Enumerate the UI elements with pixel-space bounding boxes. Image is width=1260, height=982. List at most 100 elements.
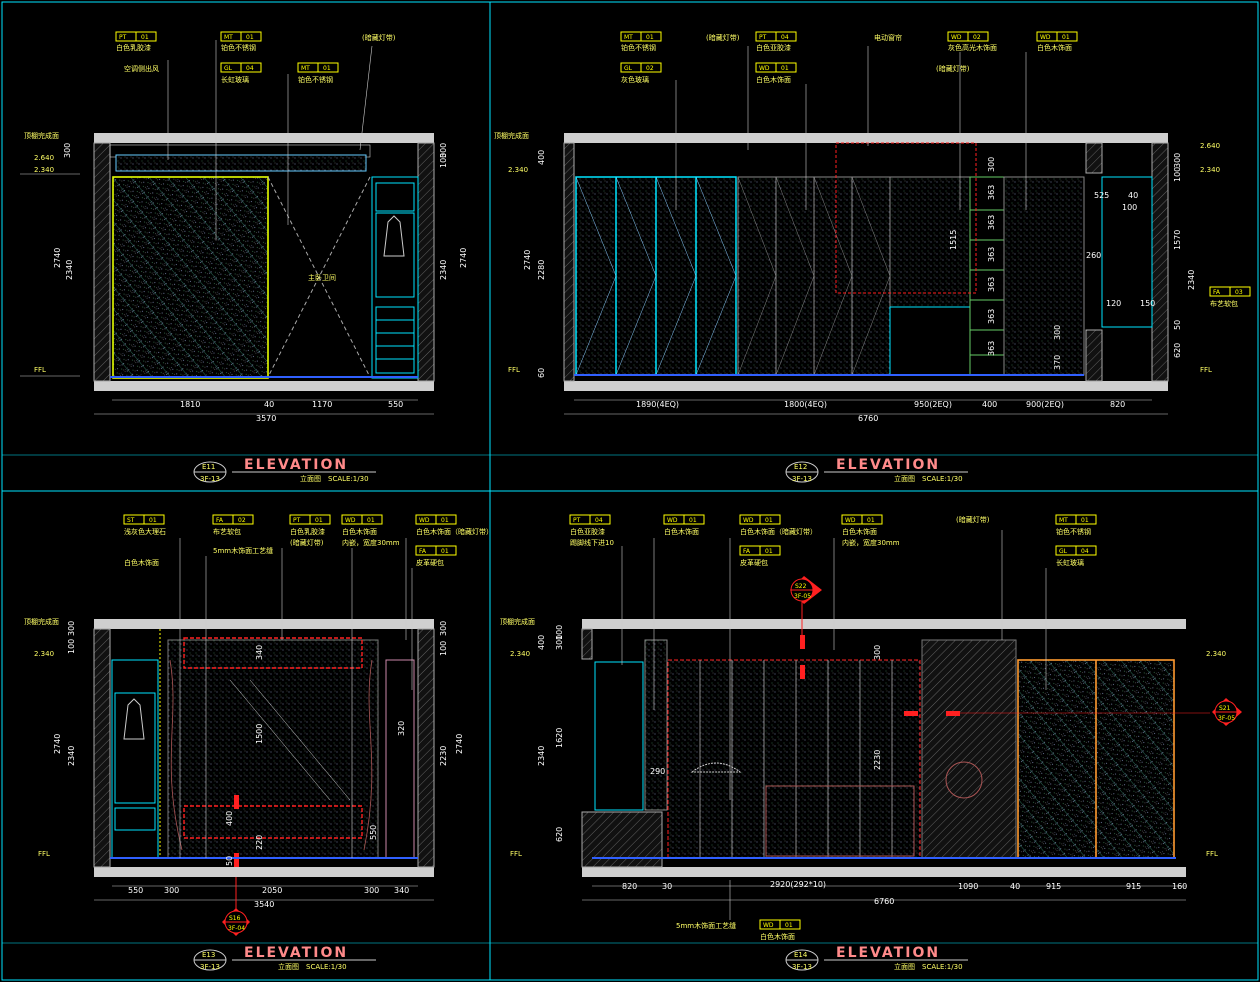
svg-text:2740: 2740 <box>459 248 468 268</box>
svg-text:WD: WD <box>759 65 770 72</box>
svg-text:WD: WD <box>1040 34 1051 41</box>
svg-text:915: 915 <box>1126 882 1141 891</box>
svg-text:04: 04 <box>595 517 603 524</box>
e12-title-block: E12 3F-13 ELEVATION 立面图 SCALE:1/30 <box>785 457 968 483</box>
svg-text:MT: MT <box>301 65 310 72</box>
svg-text:踢脚线下进10: 踢脚线下进10 <box>570 538 614 547</box>
svg-text:2340: 2340 <box>67 746 76 766</box>
svg-text:2.340: 2.340 <box>508 166 528 174</box>
svg-text:立面图: 立面图 <box>278 962 299 971</box>
e11-dimensions: 顶棚完成面 2.640 2.340 FFL 300 2740 2340 300 … <box>20 131 468 423</box>
e12-heading: ELEVATION <box>836 457 940 473</box>
svg-text:电动窗帘: 电动窗帘 <box>874 33 902 42</box>
svg-text:2340: 2340 <box>439 260 448 280</box>
svg-text:01: 01 <box>1062 34 1070 41</box>
svg-text:(暗藏灯带): (暗藏灯带) <box>362 33 396 42</box>
svg-text:2740: 2740 <box>53 734 62 754</box>
svg-text:WD: WD <box>667 517 678 524</box>
svg-text:白色木饰面: 白色木饰面 <box>124 558 159 567</box>
svg-text:2340: 2340 <box>537 746 546 766</box>
e11-title-block: E11 3F-13 ELEVATION 立面图 SCALE:1/30 <box>193 457 376 483</box>
svg-text:01: 01 <box>246 34 254 41</box>
svg-text:1500: 1500 <box>255 724 264 744</box>
svg-text:300: 300 <box>1173 153 1182 168</box>
svg-text:铂色不锈钢: 铂色不锈钢 <box>621 43 656 52</box>
panel-e13 <box>93 619 435 877</box>
svg-text:300: 300 <box>987 157 996 172</box>
svg-text:01: 01 <box>765 548 773 555</box>
svg-text:3570: 3570 <box>256 414 276 423</box>
panel-e11: 主卧卫间 <box>93 133 435 391</box>
svg-text:1170: 1170 <box>312 400 332 409</box>
svg-text:白色亚胶漆: 白色亚胶漆 <box>570 527 605 536</box>
svg-text:灰色玻璃: 灰色玻璃 <box>621 75 649 84</box>
svg-text:3F-13: 3F-13 <box>200 475 220 483</box>
svg-text:3F-04: 3F-04 <box>228 925 245 932</box>
svg-text:铂色不锈钢: 铂色不锈钢 <box>298 75 333 84</box>
svg-text:白色木饰面: 白色木饰面 <box>760 932 795 941</box>
svg-text:MT: MT <box>624 34 633 41</box>
e14-section-callouts: S22 3F-05 S21 3F-05 <box>790 576 1242 726</box>
svg-text:300: 300 <box>439 621 448 636</box>
svg-text:2.340: 2.340 <box>1206 650 1226 658</box>
svg-text:白色乳胶漆: 白色乳胶漆 <box>116 43 151 52</box>
svg-text:顶棚完成面: 顶棚完成面 <box>500 617 535 626</box>
panel-e12 <box>563 133 1169 391</box>
svg-text:1515: 1515 <box>949 230 958 250</box>
svg-text:525: 525 <box>1094 191 1109 200</box>
svg-text:300: 300 <box>1053 325 1062 340</box>
svg-text:2.640: 2.640 <box>1200 142 1220 150</box>
svg-text:400: 400 <box>537 150 546 165</box>
svg-text:E13: E13 <box>202 951 215 959</box>
svg-text:550: 550 <box>128 886 143 895</box>
svg-text:2.340: 2.340 <box>34 650 54 658</box>
svg-text:2.340: 2.340 <box>510 650 530 658</box>
svg-text:WD: WD <box>951 34 962 41</box>
svg-text:900(2EQ): 900(2EQ) <box>1026 400 1064 409</box>
svg-text:363: 363 <box>987 185 996 200</box>
svg-text:内嵌，宽度30mm: 内嵌，宽度30mm <box>842 538 900 547</box>
svg-text:550: 550 <box>388 400 403 409</box>
svg-text:MT: MT <box>224 34 233 41</box>
svg-text:40: 40 <box>1010 882 1020 891</box>
svg-text:E14: E14 <box>794 951 808 959</box>
svg-text:363: 363 <box>987 215 996 230</box>
svg-text:白色木饰面: 白色木饰面 <box>342 527 377 536</box>
svg-text:300: 300 <box>555 635 564 650</box>
svg-text:820: 820 <box>1110 400 1125 409</box>
svg-text:SCALE:1/30: SCALE:1/30 <box>328 475 369 483</box>
svg-text:100: 100 <box>67 639 76 654</box>
svg-text:150: 150 <box>1140 299 1155 308</box>
svg-text:2740: 2740 <box>523 250 532 270</box>
svg-text:300: 300 <box>873 645 882 660</box>
svg-text:6760: 6760 <box>858 414 878 423</box>
svg-text:620: 620 <box>1173 343 1182 358</box>
svg-text:铂色不锈钢: 铂色不锈钢 <box>221 43 256 52</box>
svg-text:FFL: FFL <box>1200 366 1212 374</box>
svg-text:01: 01 <box>765 517 773 524</box>
svg-text:WD: WD <box>763 922 774 929</box>
svg-text:FFL: FFL <box>38 850 50 858</box>
svg-text:浅灰色大理石: 浅灰色大理石 <box>124 527 166 536</box>
e13-heading: ELEVATION <box>244 945 348 961</box>
svg-text:S21: S21 <box>1219 705 1231 712</box>
svg-text:02: 02 <box>973 34 981 41</box>
svg-text:GL: GL <box>1059 548 1068 555</box>
svg-text:50: 50 <box>225 856 234 866</box>
svg-text:1890(4EQ): 1890(4EQ) <box>636 400 679 409</box>
e13-section-callout: S16 3F-04 <box>222 877 250 936</box>
svg-text:363: 363 <box>987 247 996 262</box>
svg-text:MT: MT <box>1059 517 1068 524</box>
svg-text:GL: GL <box>224 65 233 72</box>
svg-text:01: 01 <box>149 517 157 524</box>
svg-text:FA: FA <box>419 548 427 555</box>
e13-dimensions: 顶棚完成面 2.340 FFL 300 100 2740 2340 300 10… <box>24 617 464 909</box>
svg-text:300: 300 <box>439 143 448 158</box>
svg-text:290: 290 <box>650 767 665 776</box>
svg-text:E11: E11 <box>202 463 215 471</box>
svg-text:370: 370 <box>1053 355 1062 370</box>
svg-text:3F-13: 3F-13 <box>792 475 812 483</box>
svg-text:2280: 2280 <box>537 260 546 280</box>
svg-text:400: 400 <box>982 400 997 409</box>
svg-text:3540: 3540 <box>254 900 274 909</box>
